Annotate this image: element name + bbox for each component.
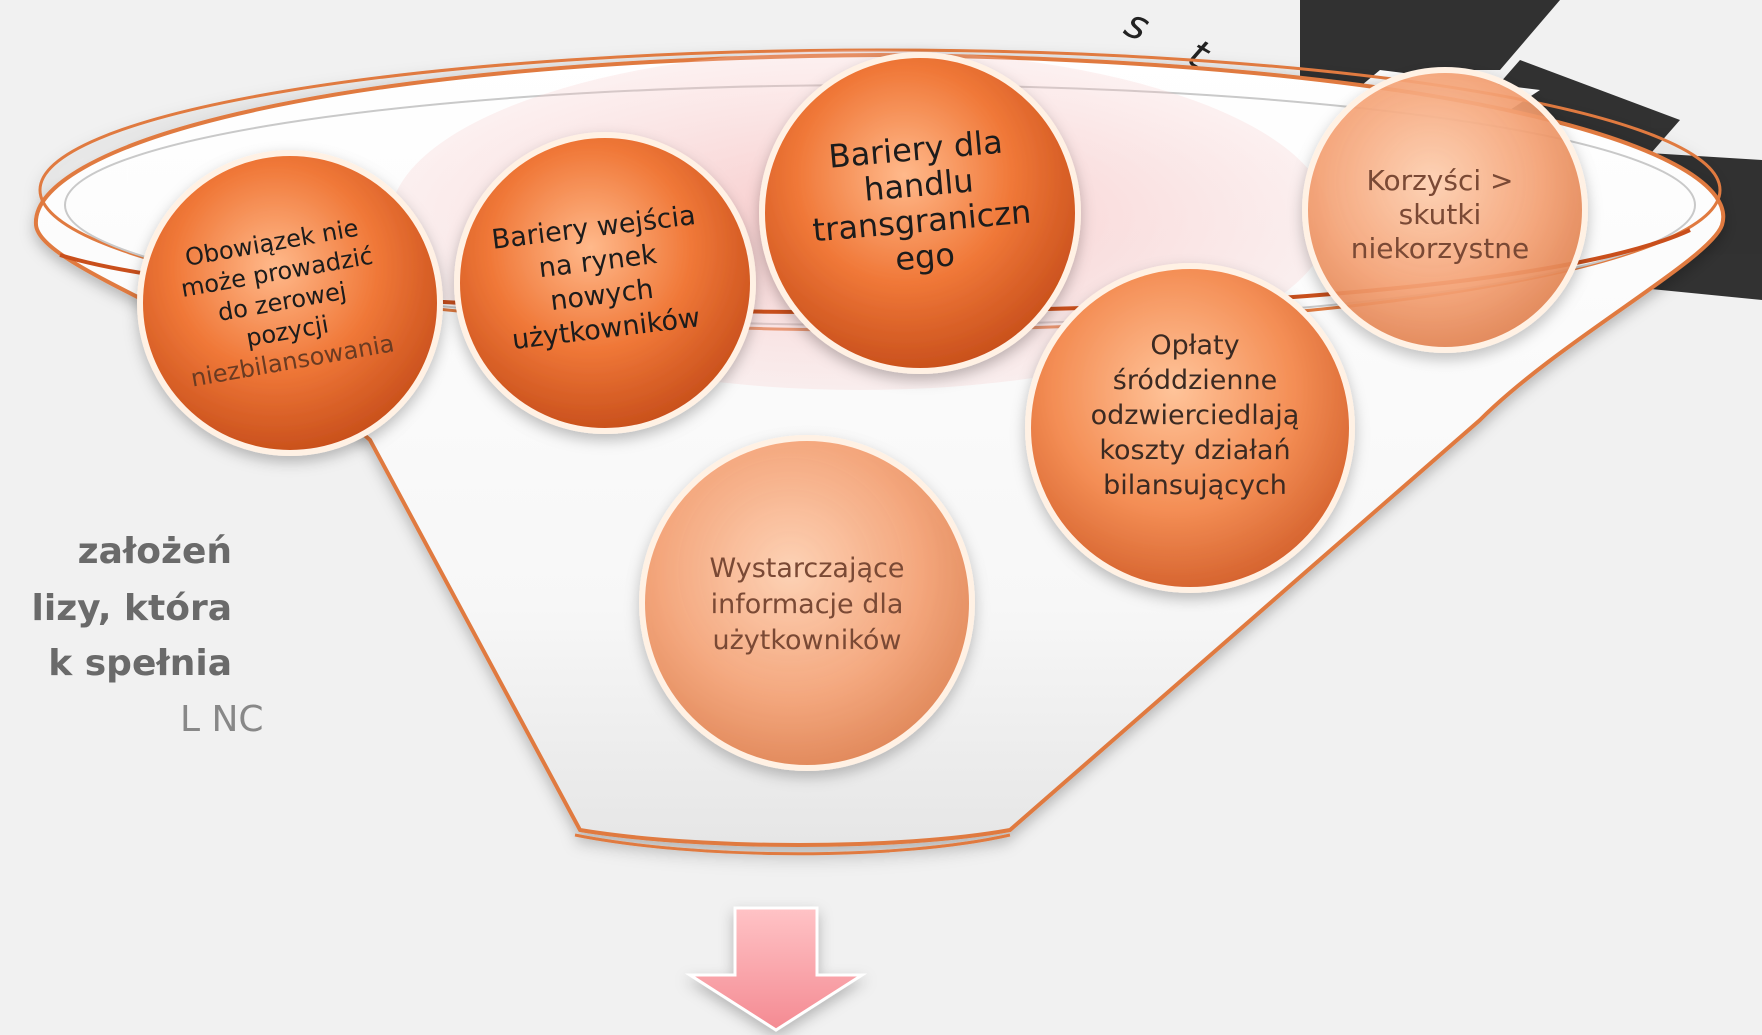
circle-text: Wystarczające — [710, 553, 905, 584]
circle-text: ego — [894, 235, 957, 278]
circle-text: skutki — [1399, 198, 1482, 231]
side-text-line-4: L NC — [180, 699, 264, 740]
circle-bariery-wejscia: Bariery wejścia na rynek nowych użytkown… — [454, 132, 756, 434]
circle-text: koszty działań — [1099, 435, 1290, 466]
circle-text: śróddzienne — [1113, 365, 1278, 396]
circle-text: Korzyści > — [1367, 164, 1514, 197]
watermark-letter: s — [1118, 0, 1156, 50]
down-arrow-icon — [684, 906, 868, 1032]
circle-obowiazek: Obowiązek nie może prowadzić do zerowej … — [137, 150, 443, 456]
circle-text: niekorzystne — [1351, 232, 1529, 265]
circle-oplaty: Opłaty śróddzienne odzwierciedlają koszt… — [1025, 263, 1355, 593]
circle-bariery-handlu: Bariery dla handlu transgraniczn ego — [759, 52, 1081, 374]
circle-text: odzwierciedlają — [1091, 400, 1300, 431]
circle-text: informacje dla — [711, 589, 904, 620]
side-text-line-2: lizy, która — [31, 588, 232, 629]
circle-text: bilansujących — [1103, 470, 1287, 501]
circle-text: użytkowników — [712, 625, 901, 656]
circle-korzysci: Korzyści > skutki niekorzystne — [1302, 67, 1588, 353]
circle-wystarczajace: Wystarczające informacje dla użytkownikó… — [639, 435, 975, 771]
funnel-spout-line — [574, 833, 1011, 856]
circle-text: Opłaty — [1150, 330, 1239, 361]
side-text-line-1: założeń — [77, 531, 232, 572]
side-text-line-3: k spełnia — [48, 643, 232, 684]
